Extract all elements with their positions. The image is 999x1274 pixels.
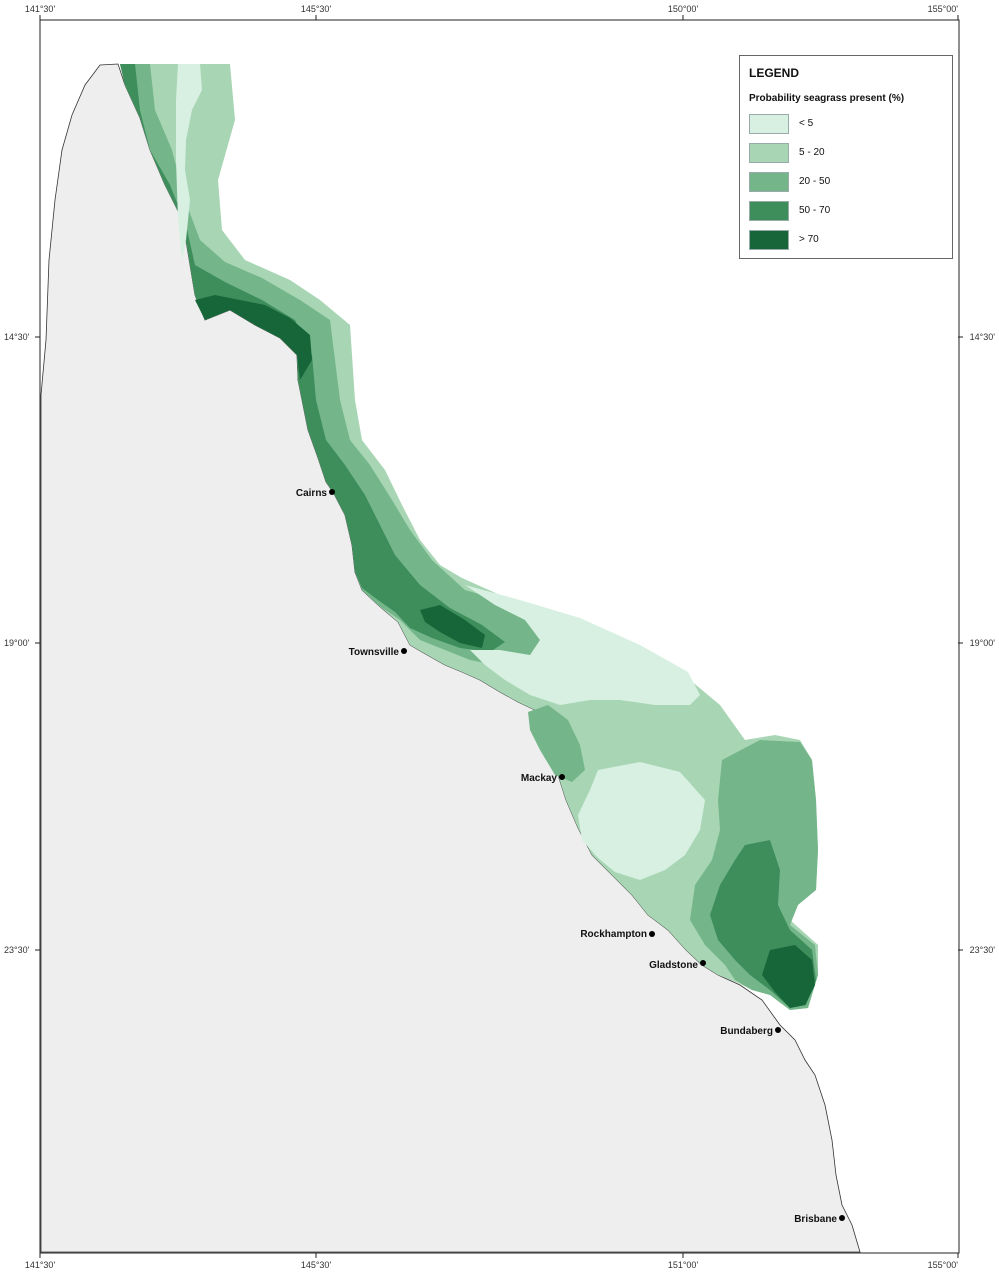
city-label-gladstone: Gladstone — [649, 960, 698, 971]
legend-label-20-50: 20 - 50 — [799, 176, 831, 187]
tick-top-1: 141°30' — [25, 4, 56, 14]
legend-label-5-20: 5 - 20 — [799, 147, 825, 158]
legend-swatch-50-70 — [749, 201, 789, 221]
city-gladstone[interactable]: Gladstone — [649, 960, 706, 971]
city-marker — [401, 648, 407, 654]
tick-bottom-4: 155°00' — [928, 1260, 959, 1270]
tick-right-2: 19°00' — [970, 638, 996, 648]
legend-swatch-5-20 — [749, 143, 789, 163]
tick-left-3: 23°30' — [4, 945, 30, 955]
legend-subtitle: Probability seagrass present (%) — [749, 93, 905, 104]
city-label-bundaberg: Bundaberg — [720, 1026, 773, 1037]
legend-swatch-lt5 — [749, 114, 789, 134]
tick-left-1: 14°30' — [4, 332, 30, 342]
city-marker — [839, 1215, 845, 1221]
tick-bottom-2: 145°30' — [301, 1260, 332, 1270]
zone-20-50-mackay — [528, 705, 585, 782]
city-label-brisbane: Brisbane — [794, 1214, 837, 1225]
tick-bottom-1: 141°30' — [25, 1260, 56, 1270]
zone-gt70-south — [762, 945, 815, 1008]
legend-row-gt70: > 70 — [749, 230, 939, 250]
city-marker — [700, 960, 706, 966]
legend-swatch-gt70 — [749, 230, 789, 250]
city-cairns[interactable]: Cairns — [296, 488, 335, 499]
legend-title: LEGEND — [749, 66, 800, 80]
zone-lt5-central — [465, 585, 700, 705]
legend-row-lt5: < 5 — [749, 114, 939, 134]
tick-bottom-3: 151°00' — [668, 1260, 699, 1270]
legend-label-50-70: 50 - 70 — [799, 205, 831, 216]
city-brisbane[interactable]: Brisbane — [794, 1214, 845, 1225]
zone-20-50 — [120, 64, 548, 668]
tick-top-2: 145°30' — [301, 4, 332, 14]
zone-gt70-north — [195, 295, 312, 380]
zone-lt5-south — [578, 762, 705, 880]
tick-left-2: 19°00' — [4, 638, 30, 648]
legend-row-20-50: 20 - 50 — [749, 172, 939, 192]
legend-label-gt70: > 70 — [799, 234, 819, 245]
city-label-cairns: Cairns — [296, 488, 328, 499]
city-bundaberg[interactable]: Bundaberg — [720, 1026, 781, 1037]
legend-row-50-70: 50 - 70 — [749, 201, 939, 221]
city-marker — [329, 489, 335, 495]
city-label-mackay: Mackay — [521, 773, 558, 784]
city-mackay[interactable]: Mackay — [521, 773, 565, 784]
legend-label-lt5: < 5 — [799, 118, 814, 129]
legend-row-5-20: 5 - 20 — [749, 143, 939, 163]
tick-right-3: 23°30' — [970, 945, 996, 955]
map-legend: LEGEND Probability seagrass present (%) … — [739, 55, 953, 259]
city-label-rockhampton: Rockhampton — [580, 929, 647, 940]
tick-top-4: 155°00' — [928, 4, 959, 14]
city-marker — [559, 774, 565, 780]
city-rockhampton[interactable]: Rockhampton — [580, 929, 655, 940]
city-marker — [775, 1027, 781, 1033]
city-townsville[interactable]: Townsville — [349, 647, 407, 658]
tick-marks — [35, 15, 963, 1258]
tick-top-3: 150°00' — [668, 4, 699, 14]
legend-swatch-20-50 — [749, 172, 789, 192]
zone-gt70-townsville — [420, 605, 485, 648]
zone-lt5-north — [176, 64, 202, 260]
tick-right-1: 14°30' — [970, 332, 996, 342]
city-label-townsville: Townsville — [349, 647, 400, 658]
city-marker — [649, 931, 655, 937]
